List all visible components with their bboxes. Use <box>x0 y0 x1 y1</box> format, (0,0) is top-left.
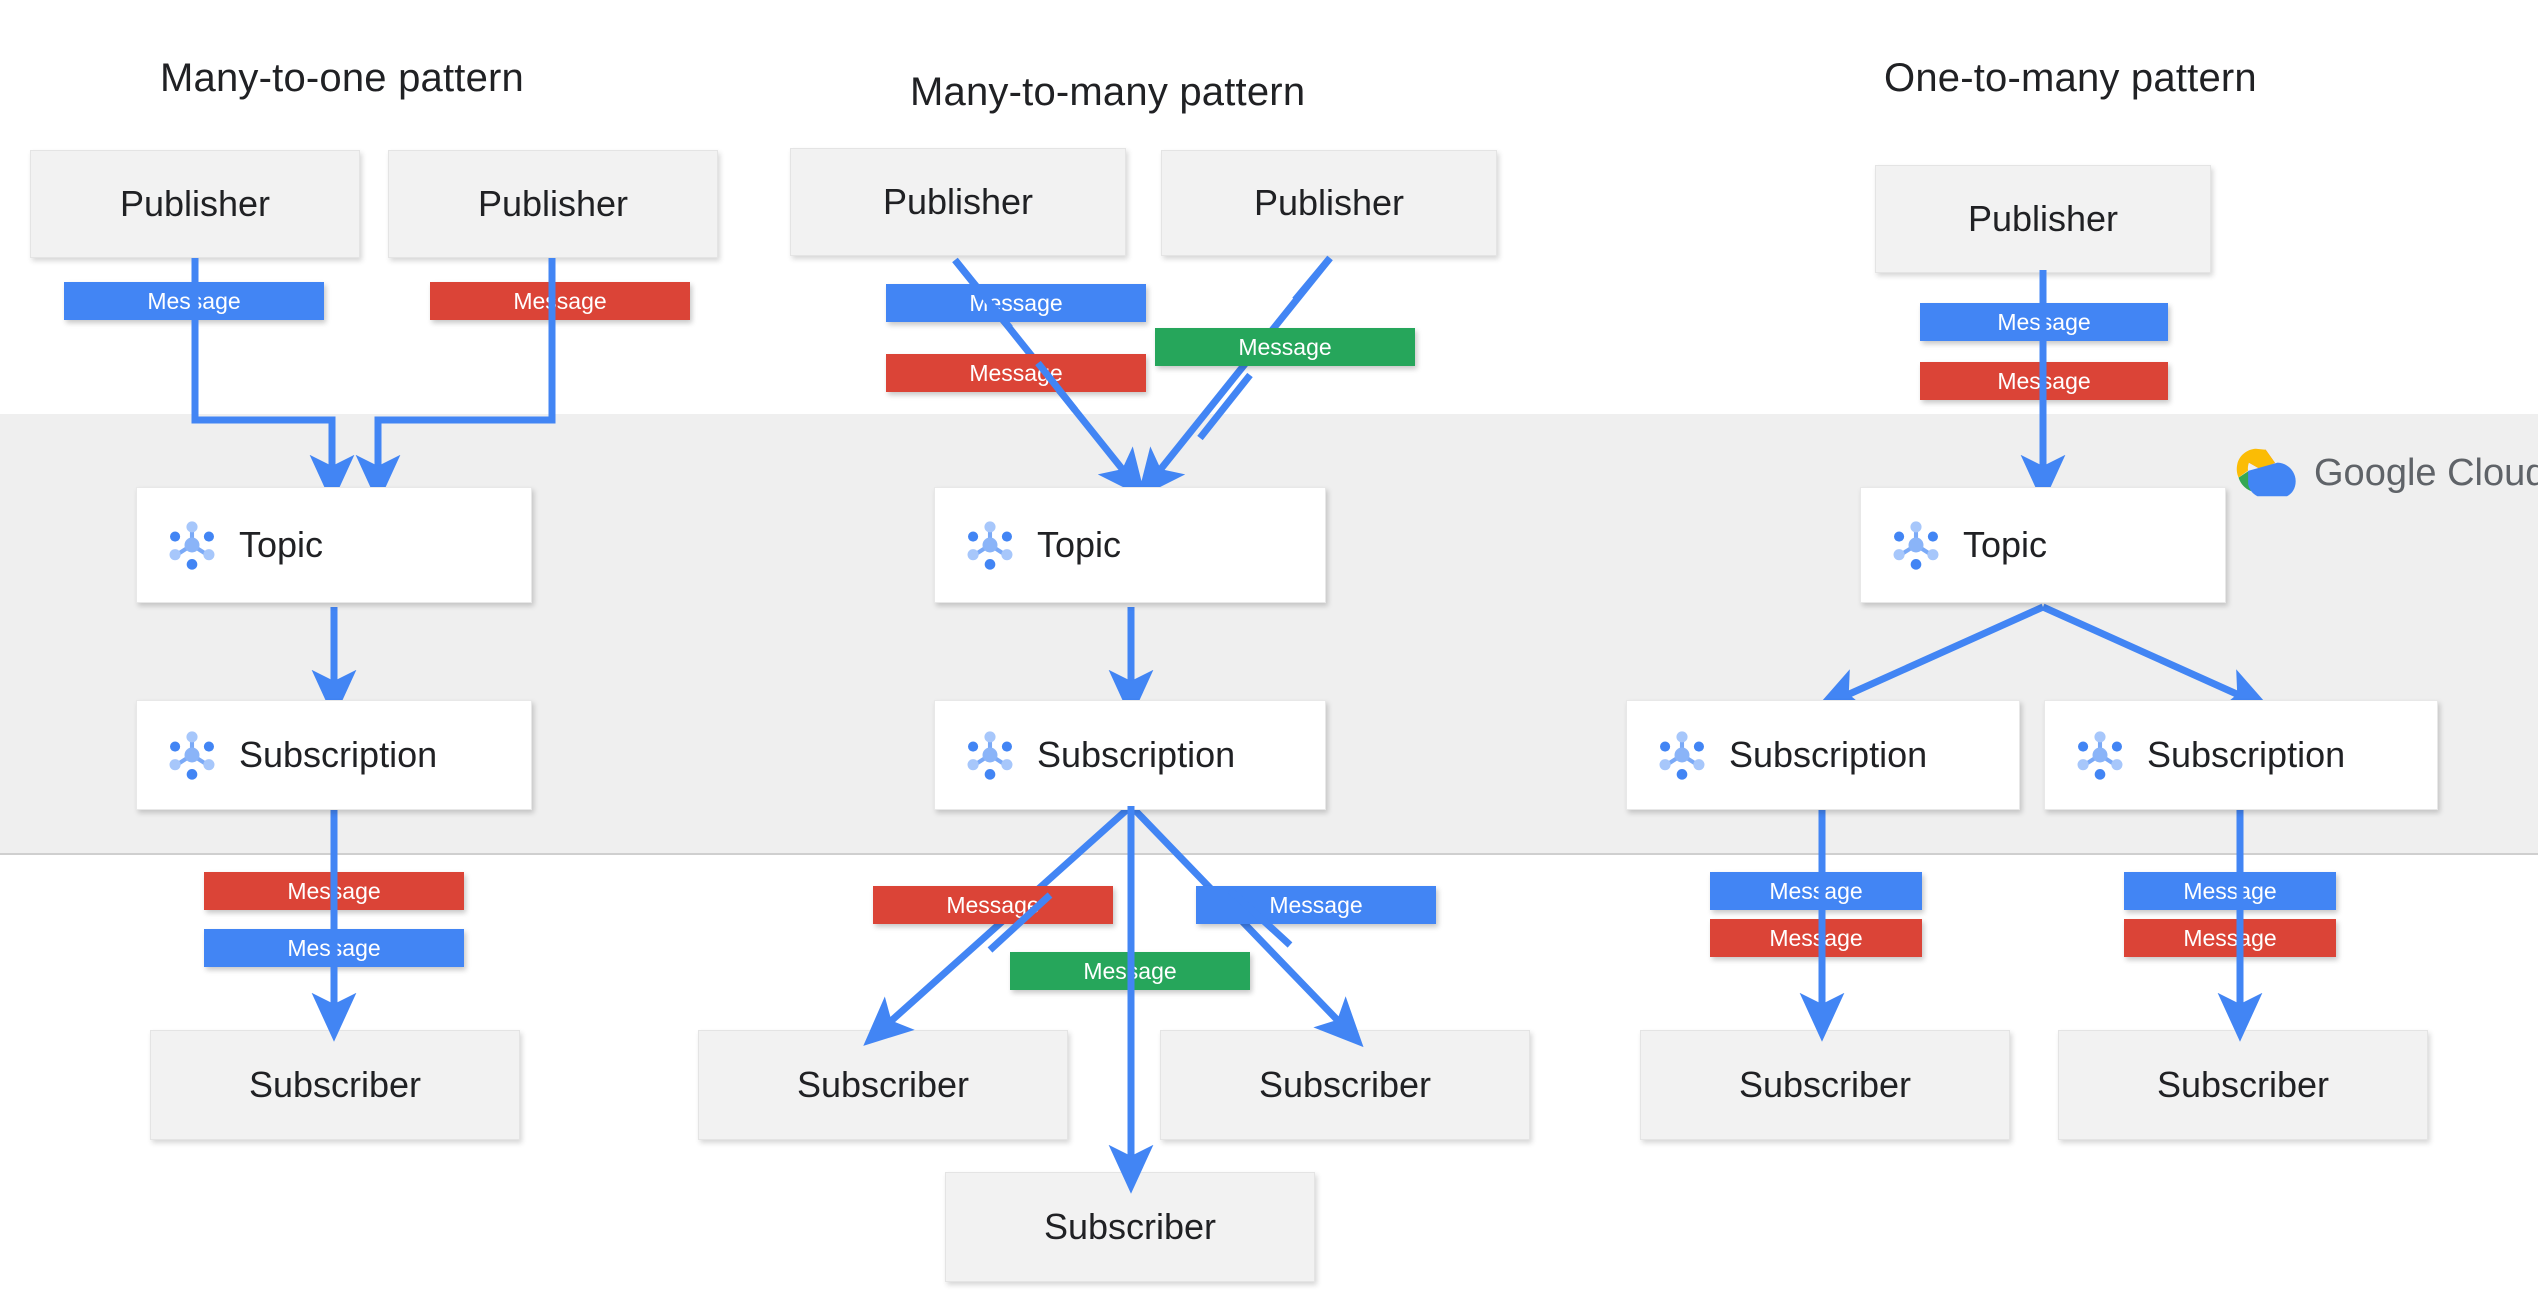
subscription-label: Subscription <box>2147 734 2346 775</box>
subscription-box-c3-1[interactable]: Subscription <box>1626 700 2020 810</box>
message-label: Message <box>2183 877 2277 904</box>
pubsub-hub-icon <box>2077 731 2123 780</box>
subscriber-label: Subscriber <box>1043 1206 1217 1247</box>
edge-topic-to-subscription1-c3 <box>1814 603 2045 711</box>
subscriber-box-c1[interactable]: Subscriber <box>150 1030 520 1140</box>
message-chip-c1-publish-1[interactable]: Message <box>64 282 324 320</box>
message-label: Message <box>969 359 1063 386</box>
subscription-label: Subscription <box>1037 734 1236 775</box>
message-chip-c2-publish-2[interactable]: Message <box>886 354 1146 392</box>
publisher-label: Publisher <box>477 183 629 224</box>
message-label: Message <box>1997 367 2091 394</box>
pubsub-hub-icon <box>1893 521 1939 570</box>
topic-label: Topic <box>239 524 324 565</box>
pattern-title-one-to-many: One-to-many pattern <box>1884 56 2257 100</box>
subscription-label: Subscription <box>1729 734 1928 775</box>
subscription-box-c2[interactable]: Subscription <box>934 700 1326 810</box>
subscriber-label: Subscriber <box>796 1064 970 1105</box>
message-label: Message <box>287 934 381 961</box>
pattern-title-many-to-many: Many-to-many pattern <box>910 70 1306 114</box>
subscription-box-c3-2[interactable]: Subscription <box>2044 700 2438 810</box>
google-cloud-cloud-icon <box>2236 448 2296 497</box>
topic-label: Topic <box>1037 524 1122 565</box>
publisher-box-c1-1[interactable]: Publisher <box>30 150 360 258</box>
edge-pub2-to-topic-c2 <box>1137 255 1333 499</box>
pubsub-hub-icon <box>1659 731 1705 780</box>
subscriber-label: Subscriber <box>1258 1064 1432 1105</box>
publisher-label: Publisher <box>1253 182 1405 223</box>
topic-box-c2[interactable]: Topic <box>934 487 1326 603</box>
message-chip-c3-deliver-3[interactable]: Message <box>2124 872 2336 910</box>
publisher-box-c2-2[interactable]: Publisher <box>1161 150 1497 256</box>
message-label: Message <box>1769 877 1863 904</box>
topic-label: Topic <box>1963 524 2048 565</box>
topic-box-c3[interactable]: Topic <box>1860 487 2226 603</box>
subscriber-box-c3-2[interactable]: Subscriber <box>2058 1030 2428 1140</box>
subscriber-label: Subscriber <box>2156 1064 2330 1105</box>
subscriber-box-c2-1[interactable]: Subscriber <box>698 1030 1068 1140</box>
publisher-box-c3[interactable]: Publisher <box>1875 165 2211 273</box>
message-chip-c2-publish-1[interactable]: Message <box>886 284 1146 322</box>
pubsub-hub-icon <box>169 521 215 570</box>
message-label: Message <box>1083 957 1177 984</box>
edge-topic-to-subscription2-c3 <box>2041 603 2272 711</box>
google-cloud-logo: Google Cloud <box>2236 448 2538 498</box>
message-chip-c2-deliver-2[interactable]: Message <box>1196 886 1436 924</box>
subscriber-label: Subscriber <box>1738 1064 1912 1105</box>
message-label: Message <box>2183 924 2277 951</box>
message-label: Message <box>1269 891 1363 918</box>
pubsub-hub-icon <box>967 731 1013 780</box>
publisher-label: Publisher <box>119 183 271 224</box>
pubsub-hub-icon <box>169 731 215 780</box>
message-label: Message <box>1238 333 1332 360</box>
message-label: Message <box>1769 924 1863 951</box>
message-chip-c1-deliver-1[interactable]: Message <box>204 872 464 910</box>
message-chip-c1-publish-2[interactable]: Message <box>430 282 690 320</box>
subscriber-label: Subscriber <box>248 1064 422 1105</box>
message-label: Message <box>147 287 241 314</box>
publisher-label: Publisher <box>1967 198 2119 239</box>
publisher-box-c2-1[interactable]: Publisher <box>790 148 1126 256</box>
pattern-title-many-to-one: Many-to-one pattern <box>160 56 524 100</box>
message-label: Message <box>287 877 381 904</box>
google-cloud-wordmark: Google Cloud <box>2314 451 2538 494</box>
subscription-label: Subscription <box>239 734 438 775</box>
message-chip-c3-publish-1[interactable]: Message <box>1920 303 2168 341</box>
pubsub-hub-icon <box>967 521 1013 570</box>
message-label: Message <box>513 287 607 314</box>
publisher-box-c1-2[interactable]: Publisher <box>388 150 718 258</box>
message-label: Message <box>969 289 1063 316</box>
message-chip-c3-deliver-2[interactable]: Message <box>1710 919 1922 957</box>
subscriber-box-c2-2[interactable]: Subscriber <box>1160 1030 1530 1140</box>
message-chip-c2-publish-3[interactable]: Message <box>1155 328 1415 366</box>
message-chip-c3-deliver-1[interactable]: Message <box>1710 872 1922 910</box>
subscription-box-c1[interactable]: Subscription <box>136 700 532 810</box>
publisher-label: Publisher <box>882 181 1034 222</box>
message-chip-c2-deliver-1[interactable]: Message <box>873 886 1113 924</box>
message-chip-c2-deliver-3[interactable]: Message <box>1010 952 1250 990</box>
edge-pub1-to-topic <box>191 258 355 504</box>
message-label: Message <box>946 891 1040 918</box>
message-label: Message <box>1997 308 2091 335</box>
message-chip-c1-deliver-2[interactable]: Message <box>204 929 464 967</box>
message-chip-c3-deliver-4[interactable]: Message <box>2124 919 2336 957</box>
edge-pub2-to-topic <box>355 258 556 504</box>
topic-box-c1[interactable]: Topic <box>136 487 532 603</box>
message-chip-c3-publish-2[interactable]: Message <box>1920 362 2168 400</box>
